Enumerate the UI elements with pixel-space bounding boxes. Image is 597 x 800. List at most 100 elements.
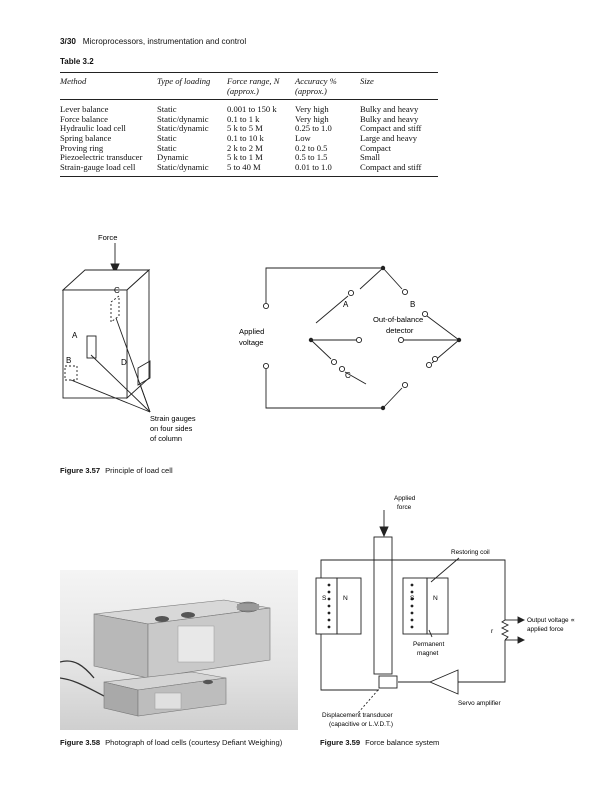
- applied-force-label: Applied: [394, 495, 416, 502]
- junction-bottom: [380, 405, 386, 411]
- table-cell: 0.01 to 1.0: [295, 162, 360, 178]
- table-cell: Large and heavy: [360, 132, 418, 143]
- mounting-hole: [203, 679, 213, 685]
- magnet-leader: [428, 629, 433, 638]
- bridge-label-b: B: [410, 300, 415, 309]
- coil-turn: [410, 611, 414, 615]
- output-voltage-label: Output voltage ∝: [527, 617, 575, 624]
- table-cell: Very high: [295, 113, 329, 124]
- table-cell: 0.25 to 1.0: [295, 123, 332, 134]
- applied-force-label: force: [397, 504, 412, 511]
- running-header: 3/30 Microprocessors, instrumentation an…: [60, 37, 246, 46]
- bridge-arm-c-1: [310, 339, 332, 360]
- coil-turn: [327, 590, 331, 594]
- applied-force-arrowhead: [379, 526, 389, 538]
- large-cell-label-plate: [177, 625, 215, 663]
- force-label: Force: [98, 233, 117, 242]
- table-cell: 0.5 to 1.5: [295, 152, 328, 163]
- bridge-arm-c-2: [344, 371, 367, 385]
- table-cell: Lever balance: [60, 104, 109, 115]
- table-cell: 5 k to 1 M: [227, 152, 263, 163]
- supply-wire-top: [265, 267, 383, 303]
- table-cell: Piezoelectric transducer: [60, 152, 143, 163]
- amp-output-wire: [458, 640, 506, 683]
- caption-text: Principle of load cell: [105, 466, 173, 475]
- column-header: Force range, N(approx.): [227, 71, 295, 101]
- restoring-coil-label: Restoring coil: [451, 549, 490, 556]
- table-cell: Static: [157, 142, 177, 153]
- bridge-label-a: A: [343, 300, 349, 309]
- pole-label: S: [410, 595, 415, 602]
- magnet-right-s: [402, 577, 428, 635]
- leader-line-d: [139, 383, 151, 413]
- table-cell: Compact and stiff: [360, 123, 422, 134]
- coil-turn: [410, 604, 414, 608]
- gauge-c: [110, 295, 120, 323]
- displacement-transducer: [378, 675, 398, 689]
- caption-number: Figure 3.57: [60, 466, 101, 475]
- servo-amplifier: [428, 669, 459, 695]
- caption-number: Figure 3.59: [320, 738, 361, 747]
- table-cell: 0.1 to 10 k: [227, 132, 264, 143]
- coil-turn: [327, 583, 331, 587]
- figure-3-57-caption: Figure 3.57 Principle of load cell: [60, 466, 173, 475]
- load-cell-illustration: [60, 599, 271, 717]
- gauge-label-a: A: [72, 331, 78, 340]
- coil-turn: [410, 597, 414, 601]
- node-b: [401, 288, 409, 296]
- coil-turn: [410, 590, 414, 594]
- applied-voltage-label: voltage: [239, 338, 264, 347]
- output-arrow-bottom: [517, 636, 526, 644]
- coil-turn: [410, 583, 414, 587]
- gauge-a: [86, 335, 97, 359]
- table-cell: Spring balance: [60, 132, 112, 143]
- cable: [60, 677, 105, 697]
- node-b2: [421, 310, 429, 318]
- transducer-label: (capacitive or L.V.D.T.): [329, 721, 393, 728]
- running-title: Microprocessors, instrumentation and con…: [82, 37, 247, 46]
- transducer-label: Displacement transducer: [322, 712, 394, 719]
- node-c2: [338, 365, 346, 373]
- table-cell: Bulky and heavy: [360, 104, 419, 115]
- strain-gauge-note-line: of column: [150, 434, 182, 443]
- table-cell: Very high: [295, 104, 329, 115]
- table-cell: 0.2 to 0.5: [295, 142, 328, 153]
- table-cell: Static: [157, 104, 177, 115]
- caption-text: Photograph of load cells (courtesy Defia…: [105, 738, 283, 747]
- junction-left: [308, 337, 314, 343]
- node-d: [401, 381, 409, 389]
- transducer-leader: [357, 689, 379, 714]
- data-table: Method Type of loading Force range, N(ap…: [60, 71, 438, 178]
- column-header: Method: [60, 71, 157, 101]
- table-cell: Low: [295, 132, 311, 143]
- junction-right: [456, 337, 462, 343]
- mounting-hole: [181, 612, 195, 618]
- detector-label: detector: [386, 326, 414, 335]
- terminal-top: [262, 302, 270, 310]
- magnet-left-n: [336, 577, 362, 635]
- applied-voltage-label: Applied: [239, 327, 264, 336]
- coil-turn: [327, 611, 331, 615]
- coil-wire-top: [320, 559, 506, 620]
- node-a: [347, 289, 355, 297]
- column-header: Size: [360, 71, 438, 101]
- pole-label: N: [343, 595, 348, 602]
- strain-gauge-note-line: Strain gauges: [150, 414, 196, 423]
- table-cell: 0.1 to 1 k: [227, 113, 260, 124]
- detector-label: Out-of-balance: [373, 315, 423, 324]
- cable: [60, 660, 95, 679]
- table-cell: 0.001 to 150 k: [227, 104, 277, 115]
- table-cell: Static/dynamic: [157, 113, 209, 124]
- table-cell: Bulky and heavy: [360, 113, 419, 124]
- gauge-label-d: D: [121, 358, 127, 367]
- load-button-body: [237, 604, 259, 610]
- table-cell: Strain-gauge load cell: [60, 162, 157, 178]
- output-arrow-top: [517, 616, 526, 624]
